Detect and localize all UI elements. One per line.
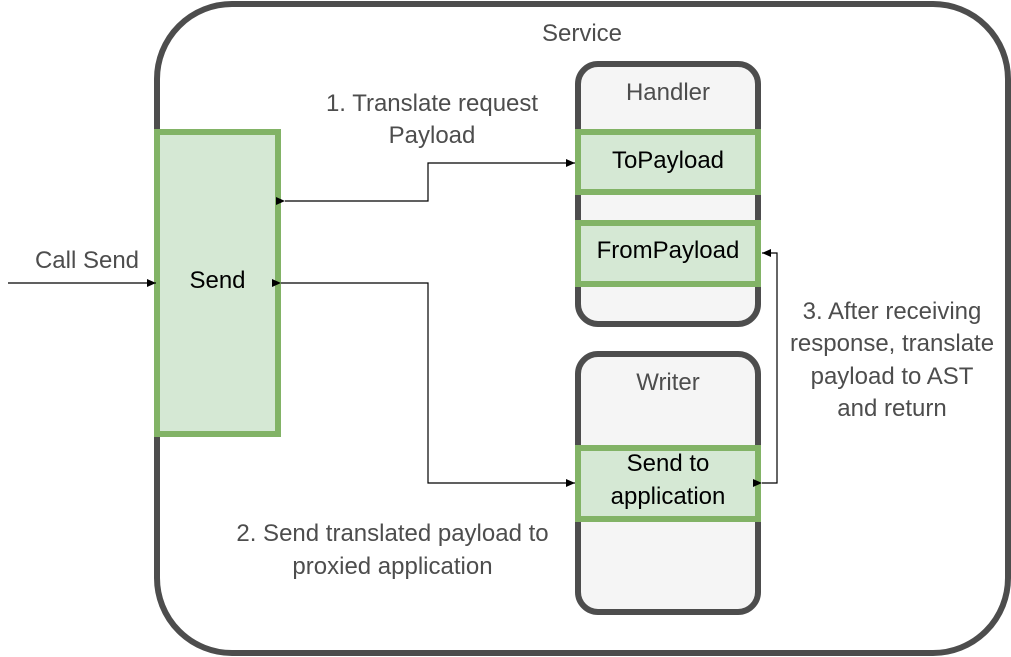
- send-to-application-box: [575, 445, 761, 522]
- send-to-application-label-line1: Send to: [626, 450, 710, 477]
- call-send-label: Call Send: [34, 247, 140, 274]
- step3-label-line1: 3. After receiving: [802, 298, 982, 325]
- send-label: Send: [189, 267, 246, 294]
- send-to-application-label-line2: application: [610, 483, 726, 510]
- to-payload-label: ToPayload: [611, 147, 725, 174]
- step3-label-line2: response, translate: [789, 330, 995, 357]
- step1-label-line1: 1. Translate request: [325, 90, 539, 117]
- service-title: Service: [541, 20, 623, 47]
- send-payload-connector: [272, 279, 575, 487]
- step2-label-line1: 2. Send translated payload to: [236, 520, 549, 547]
- translate-request-connector: [276, 159, 575, 205]
- step2-label-line2: proxied application: [292, 553, 493, 580]
- handler-title: Handler: [625, 79, 711, 106]
- step3-label-line3: payload to AST: [810, 363, 974, 390]
- from-payload-label: FromPayload: [596, 237, 740, 264]
- writer-title: Writer: [636, 369, 700, 396]
- to-payload-box: [575, 129, 761, 195]
- step1-label-line2: Payload: [388, 122, 476, 149]
- return-payload-connector: [753, 249, 778, 487]
- step3-label-line4: and return: [837, 395, 947, 422]
